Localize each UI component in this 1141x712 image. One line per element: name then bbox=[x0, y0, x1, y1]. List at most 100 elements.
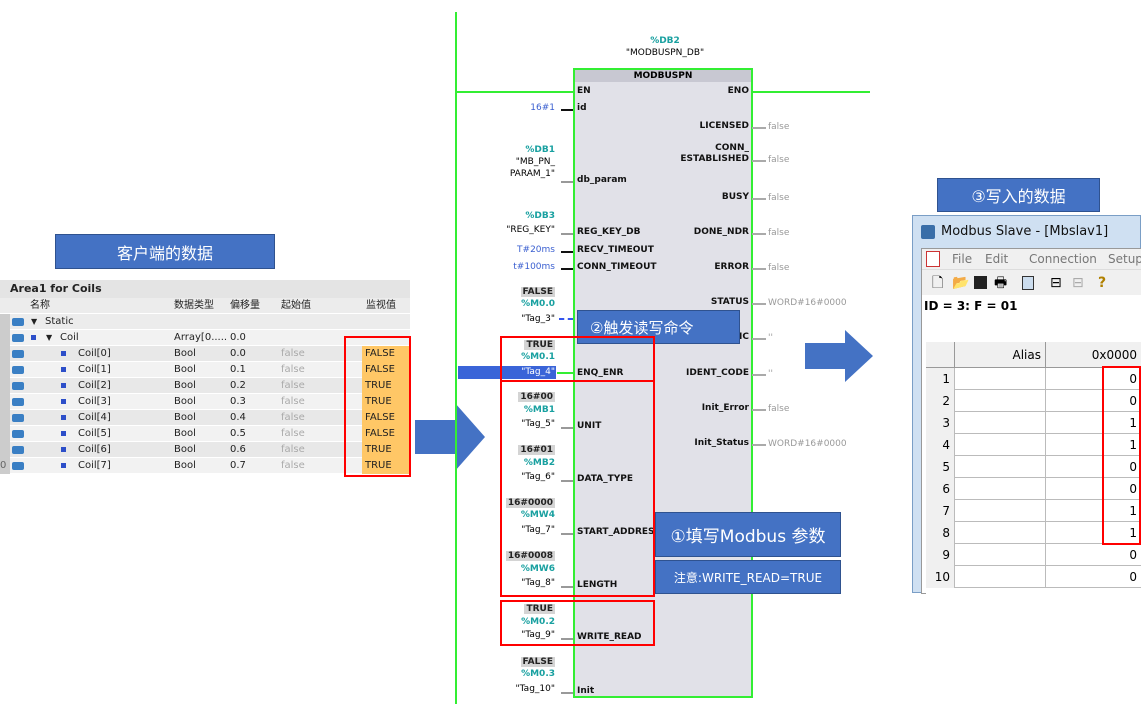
input-value-mb2-val: 16#01 bbox=[518, 445, 555, 455]
value-cell[interactable]: 0 bbox=[1129, 548, 1137, 562]
grid-row[interactable]: 8 1 bbox=[926, 522, 1141, 544]
grid-row[interactable]: 2 0 bbox=[926, 390, 1141, 412]
member-icon bbox=[61, 367, 66, 372]
menu-connection[interactable]: Connection bbox=[1029, 252, 1097, 266]
pin-recv-timeout: RECV_TIMEOUT bbox=[577, 245, 654, 255]
grid-row[interactable]: 4 1 bbox=[926, 434, 1141, 456]
output-value-done_ndr: false bbox=[768, 228, 790, 238]
input-wire bbox=[561, 268, 573, 270]
title-bar[interactable]: Modbus Slave - [Mbslav1] bbox=[913, 216, 1141, 248]
cell-type: Bool bbox=[174, 412, 196, 423]
value-cell[interactable]: 0 bbox=[1129, 372, 1137, 386]
db-tag-icon bbox=[12, 334, 24, 342]
row-gutter bbox=[0, 378, 10, 394]
alias-cell[interactable] bbox=[954, 434, 1046, 456]
output-value-diag: '' bbox=[768, 333, 773, 343]
alias-cell[interactable] bbox=[954, 390, 1046, 412]
pin-conn-2: ESTABLISHED bbox=[680, 154, 749, 164]
row-number: 10 bbox=[926, 566, 954, 588]
input-value-db1-name-2: PARAM_1" bbox=[509, 169, 555, 179]
data-grid[interactable]: Alias 0x0000 1 0 2 0 3 1 4 1 5 0 6 0 7 1… bbox=[926, 342, 1141, 595]
member-icon bbox=[61, 399, 66, 404]
params-highlight bbox=[500, 380, 655, 597]
cell-start: false bbox=[281, 348, 305, 359]
input-value-id: 16#1 bbox=[530, 103, 555, 113]
alias-cell[interactable] bbox=[954, 500, 1046, 522]
grid-row[interactable]: 7 1 bbox=[926, 500, 1141, 522]
menu-file[interactable]: File bbox=[952, 252, 973, 266]
expand-icon[interactable]: ▼ bbox=[46, 333, 53, 342]
disconnect-icon[interactable]: ⊟ bbox=[1072, 275, 1084, 291]
cell-name: Coil[7] bbox=[78, 460, 111, 471]
menu-setup[interactable]: Setup bbox=[1108, 252, 1141, 266]
connect-icon[interactable]: ⊟ bbox=[1050, 275, 1062, 291]
open-icon[interactable]: 📂 bbox=[952, 275, 970, 291]
grid-row[interactable]: 6 0 bbox=[926, 478, 1141, 500]
alias-cell[interactable] bbox=[954, 368, 1046, 390]
alias-cell[interactable] bbox=[954, 544, 1046, 566]
input-value-mb1: %MB1 bbox=[523, 405, 555, 415]
value-cell[interactable]: 1 bbox=[1129, 438, 1137, 452]
cell-monitor: FALSE bbox=[362, 346, 410, 362]
instance-db: %DB2 bbox=[650, 36, 680, 46]
grid-row[interactable]: 3 1 bbox=[926, 412, 1141, 434]
menu-edit[interactable]: Edit bbox=[985, 252, 1009, 266]
value-cell[interactable]: 0 bbox=[1129, 482, 1137, 496]
row-number: 4 bbox=[926, 434, 954, 456]
menu-bar: File Edit Connection Setup bbox=[922, 249, 1141, 269]
db-tag-icon bbox=[12, 318, 24, 326]
new-icon[interactable]: 🗋 bbox=[932, 275, 944, 291]
row-number: 1 bbox=[926, 368, 954, 390]
grid-row[interactable]: 5 0 bbox=[926, 456, 1141, 478]
cell-start: false bbox=[281, 364, 305, 375]
row-gutter bbox=[0, 346, 10, 362]
value-cell[interactable]: 0 bbox=[1129, 460, 1137, 474]
print-icon[interactable]: 🖶 bbox=[994, 275, 1008, 291]
grid-row[interactable]: 1 0 bbox=[926, 368, 1141, 390]
cell-offset: 0.4 bbox=[230, 412, 246, 423]
help-icon[interactable]: ? bbox=[1098, 275, 1107, 291]
row-number: 8 bbox=[926, 522, 954, 544]
alias-cell[interactable] bbox=[954, 566, 1046, 588]
output-wire bbox=[752, 303, 766, 305]
cell-monitor: TRUE bbox=[362, 442, 410, 458]
save-icon[interactable] bbox=[974, 276, 987, 289]
value-cell[interactable]: 0 bbox=[1129, 570, 1137, 584]
table-row[interactable]: ▼Static bbox=[0, 314, 410, 330]
input-value-m01: %M0.1 bbox=[521, 352, 555, 362]
value-cell[interactable]: 1 bbox=[1129, 504, 1137, 518]
alias-cell[interactable] bbox=[954, 478, 1046, 500]
grid-row[interactable]: 9 0 bbox=[926, 544, 1141, 566]
value-cell[interactable]: 1 bbox=[1129, 416, 1137, 430]
input-value-db1: %DB1 bbox=[525, 145, 555, 155]
cell-start: false bbox=[281, 428, 305, 439]
cell-type: Bool bbox=[174, 428, 196, 439]
tag4-selection[interactable] bbox=[458, 366, 556, 379]
grid-row[interactable]: 10 0 bbox=[926, 566, 1141, 588]
cell-name: Coil[5] bbox=[78, 428, 111, 439]
modbus-slave-window[interactable]: Modbus Slave - [Mbslav1] File Edit Conne… bbox=[912, 215, 1141, 595]
expand-icon[interactable]: ▼ bbox=[31, 317, 38, 326]
pin-diag: IC bbox=[739, 332, 749, 342]
header-offset: 偏移量 bbox=[230, 300, 260, 311]
window-icon[interactable] bbox=[1022, 276, 1034, 290]
pin-conn-timeout: CONN_TIMEOUT bbox=[577, 262, 657, 272]
alias-cell[interactable] bbox=[954, 522, 1046, 544]
cell-name: Coil[1] bbox=[78, 364, 111, 375]
alias-cell[interactable] bbox=[954, 412, 1046, 434]
cell-type: Bool bbox=[174, 380, 196, 391]
value-cell[interactable]: 1 bbox=[1129, 526, 1137, 540]
cell-name: Coil[2] bbox=[78, 380, 111, 391]
input-wire bbox=[561, 586, 573, 588]
alias-cell[interactable] bbox=[954, 456, 1046, 478]
value-cell[interactable]: 0 bbox=[1129, 394, 1137, 408]
